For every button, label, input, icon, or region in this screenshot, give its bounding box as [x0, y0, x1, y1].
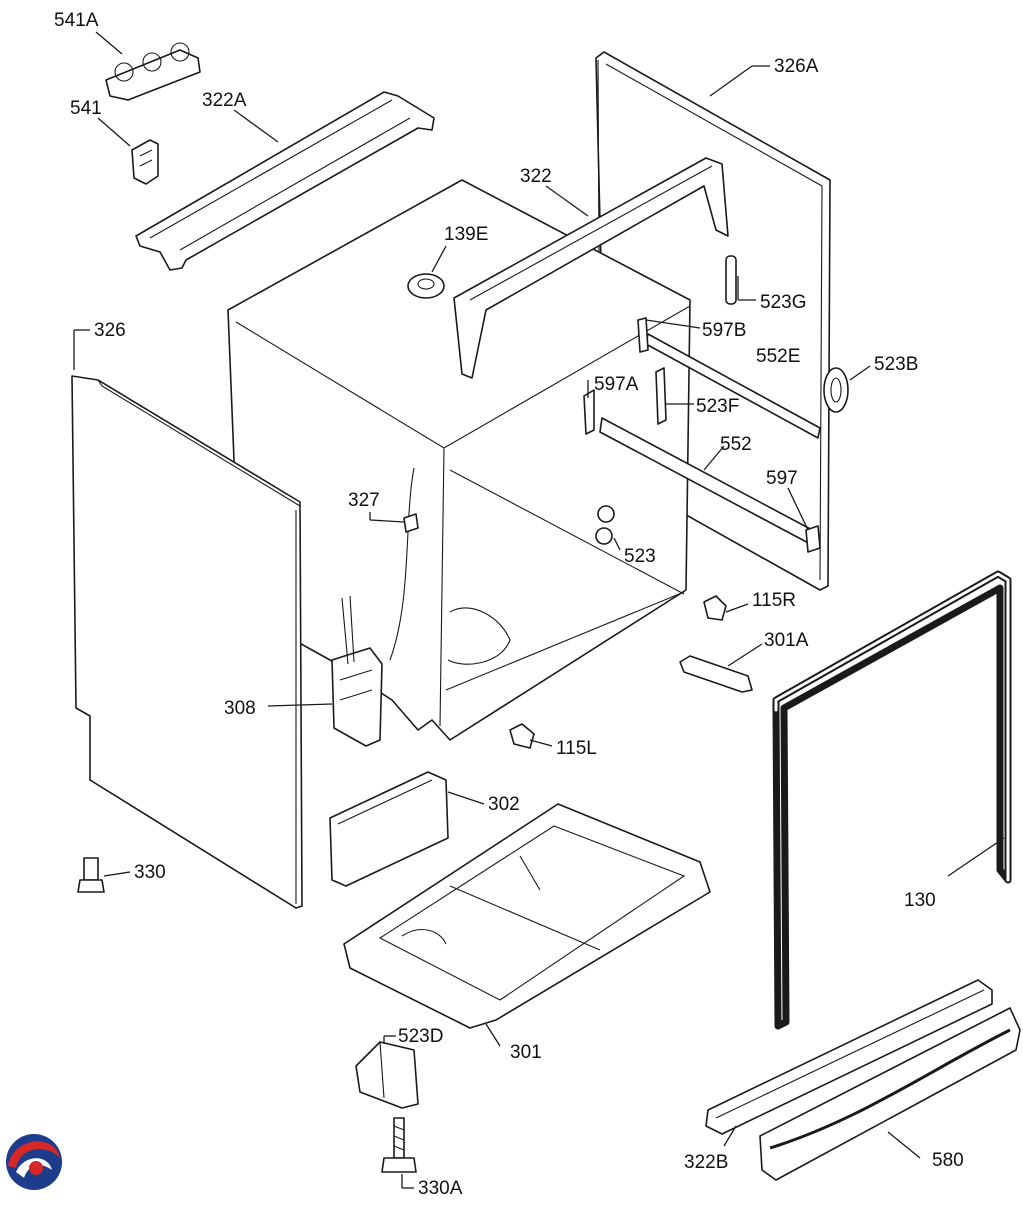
- label-552: 552: [720, 434, 752, 455]
- leader-lines: [73, 31, 1005, 1189]
- part-523g: [725, 255, 737, 305]
- part-326-left-panel: [71, 375, 303, 909]
- part-tub: [227, 179, 691, 741]
- label-330: 330: [134, 862, 166, 883]
- part-523d-block: [355, 1041, 419, 1109]
- part-541-clip: [131, 139, 159, 185]
- label-327: 327: [348, 490, 380, 511]
- label-523: 523: [624, 546, 656, 567]
- label-302: 302: [488, 794, 520, 815]
- part-139e-diffuser: [407, 273, 445, 299]
- label-523b: 523B: [874, 354, 918, 375]
- part-597a-clip: [583, 389, 595, 435]
- part-523-connectors: [595, 505, 615, 545]
- label-580: 580: [932, 1150, 964, 1171]
- part-322a-rail: [135, 91, 435, 271]
- part-523f-clip: [655, 367, 667, 425]
- label-330a: 330A: [418, 1178, 463, 1199]
- part-322b-rail: [705, 979, 993, 1135]
- brand-swirl-logo: [6, 1134, 62, 1190]
- label-301: 301: [510, 1042, 542, 1063]
- label-597: 597: [766, 468, 798, 489]
- label-115l: 115L: [556, 738, 597, 759]
- part-302-plate: [329, 771, 449, 887]
- label-523f: 523F: [696, 396, 739, 417]
- label-597a: 597A: [594, 374, 639, 395]
- part-115r: [703, 595, 727, 621]
- label-523g: 523G: [760, 292, 806, 313]
- part-130-door-seal: [772, 570, 1012, 1030]
- part-541a-clips: [105, 42, 201, 101]
- label-552e: 552E: [756, 346, 800, 367]
- part-labels: 541A 541 322A 326A 322 139E 523G 326 597…: [54, 10, 964, 1199]
- part-330-foot: [77, 857, 105, 893]
- part-523b-grommet: [823, 367, 849, 413]
- label-301a: 301A: [764, 630, 809, 651]
- label-541a: 541A: [54, 10, 99, 31]
- label-326a: 326A: [774, 56, 819, 77]
- label-308: 308: [224, 698, 256, 719]
- part-301a-bracket: [679, 655, 753, 693]
- label-322b: 322B: [684, 1152, 728, 1173]
- part-301-base: [343, 803, 711, 1029]
- label-322: 322: [520, 166, 552, 187]
- part-322-brace: [453, 157, 729, 379]
- label-139e: 139E: [444, 224, 488, 245]
- label-130: 130: [904, 890, 936, 911]
- part-330a-foot: [381, 1117, 417, 1173]
- part-580-rail: [759, 1007, 1021, 1181]
- label-541: 541: [70, 98, 102, 119]
- part-552e-rail: [637, 317, 821, 439]
- label-115r: 115R: [752, 590, 796, 611]
- label-523d: 523D: [398, 1026, 443, 1047]
- part-597-clip: [805, 525, 821, 553]
- part-115l: [509, 723, 535, 749]
- label-597b: 597B: [702, 320, 746, 341]
- part-327: [403, 513, 419, 533]
- part-308-hinge: [331, 595, 383, 747]
- label-322a: 322A: [202, 90, 247, 111]
- label-326: 326: [94, 320, 126, 341]
